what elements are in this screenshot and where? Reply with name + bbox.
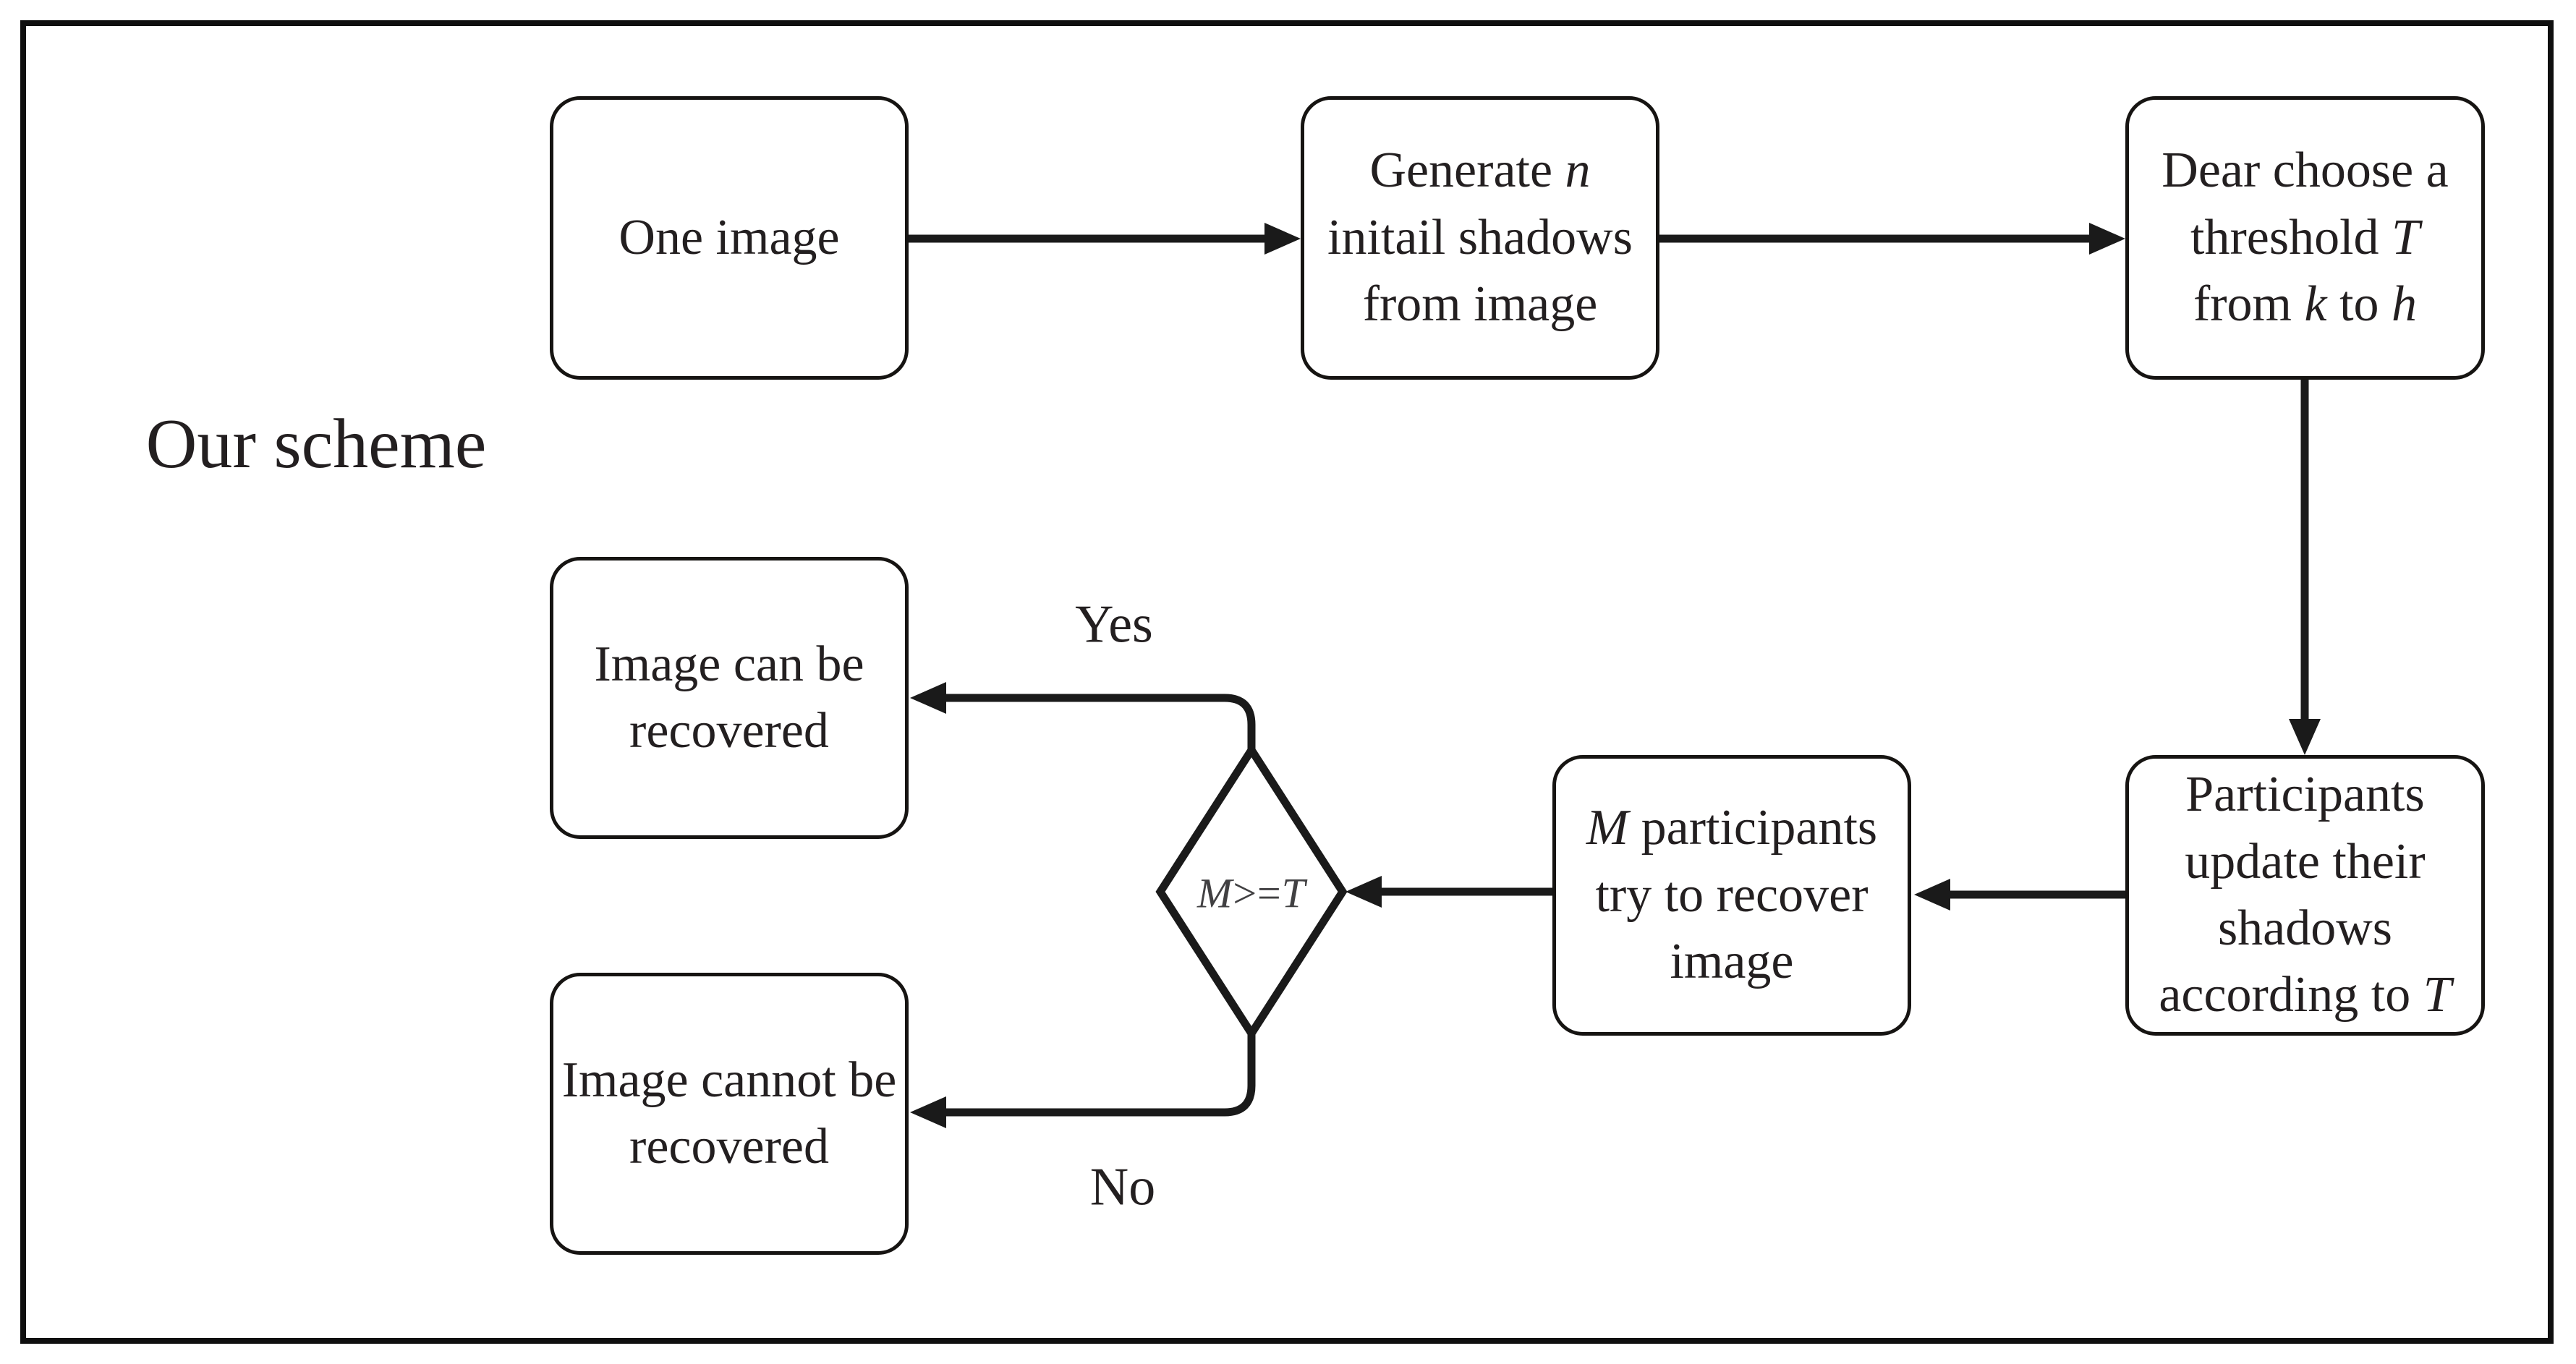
plain-text: initail shadows (1327, 209, 1633, 265)
plain-text: to (2326, 276, 2392, 333)
arrowhead-right-icon (2089, 223, 2125, 255)
text-line: threshold T (2161, 205, 2448, 271)
plain-text: threshold (2190, 209, 2392, 265)
node-image-recovered: Image can be recovered (550, 557, 909, 839)
plain-text: recovered (629, 703, 829, 759)
node-text: One image (619, 205, 839, 271)
text-line: One image (619, 205, 839, 271)
text-line: Generate n (1327, 137, 1633, 204)
arrow-generate-to-threshold (1659, 223, 2125, 255)
variable-text: n (1565, 142, 1591, 199)
text-line: Image can be (594, 631, 864, 698)
node-text: Participants update their shadows according… (2159, 762, 2451, 1029)
text-line: M>=T (1197, 869, 1306, 918)
plain-text: Image can be (594, 636, 864, 692)
plain-text: update their (2185, 833, 2426, 890)
text-line: Participants (2159, 762, 2451, 828)
arrow-update-to-recover (1914, 879, 2125, 911)
text-line: Dear choose a (2161, 137, 2448, 204)
arrow-decision-no (910, 1033, 1256, 1128)
plain-text: >= (1233, 869, 1282, 917)
arrowhead-left-icon (1346, 876, 1382, 908)
arrow-recover-to-decision (1346, 876, 1552, 908)
arrowhead-left-icon (910, 1096, 946, 1128)
text-line: from image (1327, 271, 1633, 338)
decision-label: M>=T (1197, 869, 1306, 918)
variable-text: h (2392, 276, 2418, 333)
scheme-title: Our scheme (145, 405, 487, 483)
edge-label-no: No (1089, 1157, 1156, 1217)
arrowhead-left-icon (1914, 879, 1950, 911)
arrowhead-left-icon (910, 682, 946, 714)
plain-text: participants (1628, 800, 1878, 856)
arrowhead-down-icon (2289, 719, 2321, 755)
variable-text: T (2392, 209, 2420, 265)
variable-text: M (1586, 800, 1629, 856)
plain-text: according to (2159, 967, 2423, 1023)
text-line: according to T (2159, 962, 2451, 1028)
edge-label-yes: Yes (1075, 594, 1153, 655)
text-line: initail shadows (1327, 205, 1633, 271)
node-one-image: One image (550, 96, 909, 380)
plain-text: from image (1362, 276, 1598, 333)
arrow-decision-yes (910, 682, 1256, 750)
plain-text: Image cannot be (561, 1052, 897, 1108)
plain-text: Dear choose a (2161, 142, 2449, 199)
arrowhead-right-icon (1264, 223, 1301, 255)
plain-text: image (1670, 934, 1794, 990)
text-line: recovered (594, 698, 864, 764)
plain-text: from (2193, 276, 2305, 333)
text-line: image (1586, 929, 1877, 995)
text-line: M participants (1586, 795, 1877, 861)
text-line: from k to h (2161, 271, 2448, 338)
node-update-shadows: Participants update their shadows according… (2125, 755, 2485, 1036)
text-line: shadows (2159, 895, 2451, 962)
plain-text: Participants (2185, 767, 2425, 823)
variable-text: T (2423, 967, 2452, 1023)
node-text: M>=T (1197, 869, 1306, 918)
text-line: update their (2159, 829, 2451, 895)
node-text: Image can be recovered (594, 631, 864, 765)
variable-text: M (1196, 869, 1233, 917)
node-image-not-recovered: Image cannot be recovered (550, 973, 909, 1255)
node-text: Image cannot be recovered (562, 1047, 897, 1181)
arrow-one-image-to-generate (909, 223, 1301, 255)
variable-text: k (2304, 276, 2327, 333)
text-line: try to recover (1586, 862, 1877, 929)
text-line: recovered (562, 1114, 897, 1180)
text-line: Image cannot be (562, 1047, 897, 1114)
plain-text: try to recover (1595, 866, 1869, 923)
arrow-threshold-to-update (2289, 379, 2321, 755)
plain-text: recovered (629, 1119, 829, 1175)
variable-text: T (1281, 869, 1306, 917)
plain-text: Generate (1369, 142, 1565, 199)
plain-text: shadows (2217, 900, 2393, 956)
plain-text: One image (619, 209, 840, 265)
